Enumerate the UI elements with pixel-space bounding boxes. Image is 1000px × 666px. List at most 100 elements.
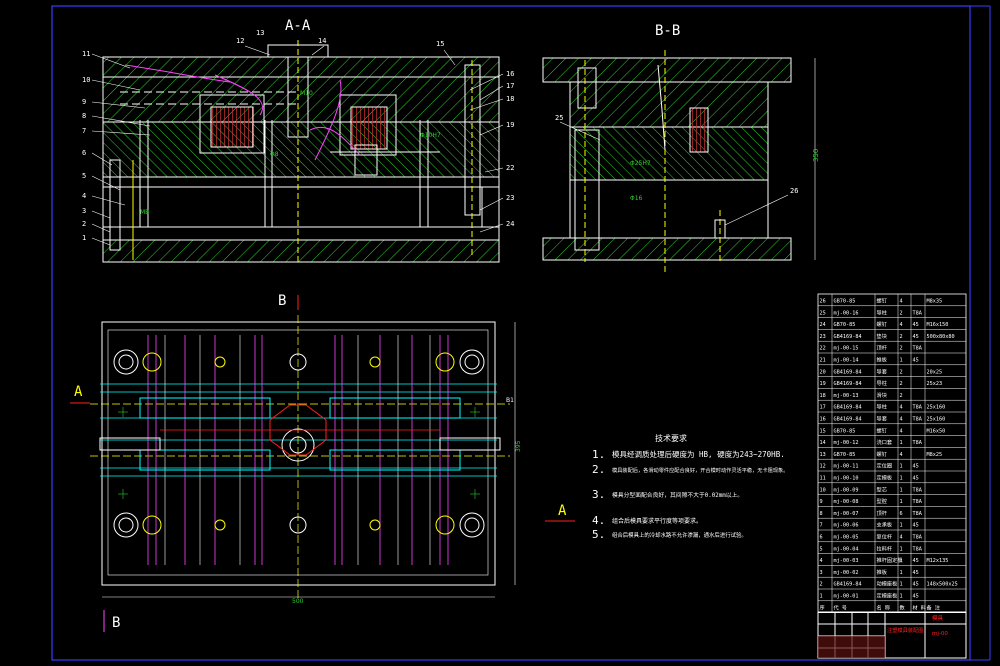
- part-label: 1: [82, 234, 86, 242]
- drawing-frame: [51, 5, 991, 661]
- bom-cell-code: mj-00-05: [834, 534, 859, 540]
- bom-cell-name: 导柱: [877, 403, 887, 411]
- bom-cell-note: 25x160: [927, 416, 946, 422]
- bom-cell-mat: 45: [913, 593, 919, 599]
- section-bb-title: B-B: [655, 23, 680, 39]
- bom-cell-name: 定模板: [877, 473, 893, 481]
- svg-text:MB: MB: [140, 209, 149, 216]
- bom-cell-name: 支承板: [877, 521, 893, 529]
- part-label: 17: [506, 82, 514, 90]
- bom-cell-code: mj-00-04: [834, 546, 859, 552]
- bom-cell-qty: 4: [900, 452, 903, 458]
- bom-cell-qty: 4: [900, 298, 903, 304]
- bom-cell-code: GB70-85: [834, 322, 856, 328]
- dimension-bb-height: 350: [812, 149, 820, 162]
- bom-cell-name: 推杆固定板: [877, 556, 904, 564]
- bom-cell-note: 25x23: [927, 381, 943, 387]
- part-label: 9: [82, 98, 86, 106]
- bom-cell-code: GB70-85: [834, 428, 856, 434]
- part-label: 23: [506, 194, 514, 202]
- bom-cell-qty: 2: [900, 393, 903, 399]
- tech-item-num: 5.: [592, 528, 605, 541]
- part-label: 4: [82, 192, 86, 200]
- bom-cell-no: 16: [820, 416, 826, 422]
- bom-cell-mat: T8A: [913, 511, 923, 517]
- bom-cell-mat: 45: [913, 464, 919, 470]
- bom-cell-name: 导柱: [877, 379, 887, 387]
- tech-item-text: 模具经调质处理后硬度为 HB, 硬度为243~270HB.: [612, 449, 785, 459]
- bom-cell-qty: 4: [900, 405, 903, 411]
- bom-cell-code: mj-00-09: [834, 487, 859, 493]
- tech-item-text: 模具分型面配合良好，其间隙不大于0.02mm以上。: [612, 491, 743, 499]
- bom-cell-no: 23: [820, 334, 826, 340]
- bom-cell-qty: 1: [900, 464, 903, 470]
- bom-cell-qty: 6: [900, 511, 903, 517]
- bom-cell-mat: T8A: [913, 416, 923, 422]
- bom-cell-name: 定模座板: [877, 591, 899, 599]
- bom-cell-no: 1: [820, 593, 823, 599]
- bom-cell-qty: 1: [900, 487, 903, 493]
- title-block: 注塑模具装配图 模具 mj-00: [817, 611, 967, 659]
- bom-cell-no: 3: [820, 570, 823, 576]
- bom-cell-name: 螺钉: [877, 320, 887, 328]
- bom-cell-code: mj-00-14: [834, 357, 859, 363]
- tech-title: 技术要求: [655, 433, 687, 443]
- bom-cell-no: 5: [820, 546, 823, 552]
- bom-cell-qty: 2: [900, 310, 903, 316]
- bom-cell-no: 13: [820, 452, 826, 458]
- bom-cell-no: 8: [820, 511, 823, 517]
- part-label: 25: [555, 114, 563, 122]
- bom-cell-qty: 1: [900, 558, 903, 564]
- bom-cell-no: 14: [820, 440, 826, 446]
- bom-cell-note: 148x500x25: [927, 582, 958, 588]
- title-drawing-name: 注塑模具装配图: [887, 626, 923, 634]
- bom-cell-name: 定位圈: [877, 462, 893, 470]
- part-label: 5: [82, 172, 86, 180]
- bom-cell-name: 导柱: [877, 308, 887, 316]
- bom-cell-mat: T8A: [913, 346, 923, 352]
- bom-cell-code: mj-00-12: [834, 440, 859, 446]
- bom-cell-code: GB4169-84: [834, 582, 862, 588]
- bom-cell-mat: 45: [913, 475, 919, 481]
- bom-cell-code: GB4169-84: [834, 416, 862, 422]
- bom-cell-qty: 2: [900, 346, 903, 352]
- plan-view: 500 395 B1: [90, 315, 522, 605]
- bom-cell-no: 15: [820, 428, 826, 434]
- bom-cell-code: mj-00-15: [834, 346, 859, 352]
- part-label: 7: [82, 127, 86, 135]
- bom-cell-code: mj-00-13: [834, 393, 859, 399]
- bom-cell-mat: T8A: [913, 440, 923, 446]
- bom-cell-mat: T8A: [913, 487, 923, 493]
- bom-cell-no: 20: [820, 369, 826, 375]
- bom-cell-no: 6: [820, 534, 823, 540]
- bom-cell-no: 7: [820, 523, 823, 529]
- bom-cell-no: 2: [820, 582, 823, 588]
- part-label: 18: [506, 95, 514, 103]
- bom-cell-name: 复位杆: [877, 532, 893, 540]
- bom-cell-code: GB70-85: [834, 452, 856, 458]
- section-bb-view: B-B 350 25 26 Φ25H7 Φ16: [542, 23, 820, 275]
- bom-cell-no: 18: [820, 393, 826, 399]
- bom-cell-code: mj-00-11: [834, 464, 859, 470]
- bom-cell-mat: 45: [913, 334, 919, 340]
- tech-item-text: 组合后模具要求平行度等项要求。: [612, 517, 702, 525]
- bom-cell-name: 螺钉: [877, 450, 887, 458]
- part-label: 11: [82, 50, 90, 58]
- part-label: 14: [318, 37, 326, 45]
- bom-cell-no: 12: [820, 464, 826, 470]
- bom-cell-mat: 45: [913, 523, 919, 529]
- bom-cell-code: mj-00-10: [834, 475, 859, 481]
- bom-cell-qty: 4: [900, 322, 903, 328]
- bom-cell-name: 动模座板: [877, 580, 899, 588]
- bom-cell-name: 推板: [877, 355, 888, 363]
- dimension-plan-width: 500: [292, 598, 304, 605]
- bom-cell-note: 500x80x80: [927, 334, 955, 340]
- bom-cell-code: mj-00-08: [834, 499, 859, 505]
- svg-text:Φ10H7: Φ10H7: [420, 132, 441, 139]
- bom-cell-name: 滑块: [877, 391, 888, 399]
- bom-cell-qty: 1: [900, 475, 903, 481]
- bom-cell-code: mj-00-02: [834, 570, 859, 576]
- bom-cell-mat: 45: [913, 558, 919, 564]
- bom-cell-qty: 1: [900, 440, 903, 446]
- bom-cell-code: mj-00-01: [834, 593, 859, 599]
